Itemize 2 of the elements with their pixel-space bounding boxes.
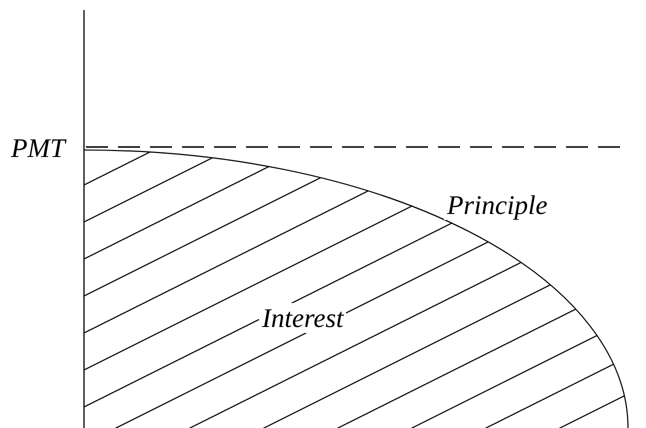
interest-label: Interest: [259, 303, 346, 333]
pmt-label: PMT: [10, 133, 68, 163]
